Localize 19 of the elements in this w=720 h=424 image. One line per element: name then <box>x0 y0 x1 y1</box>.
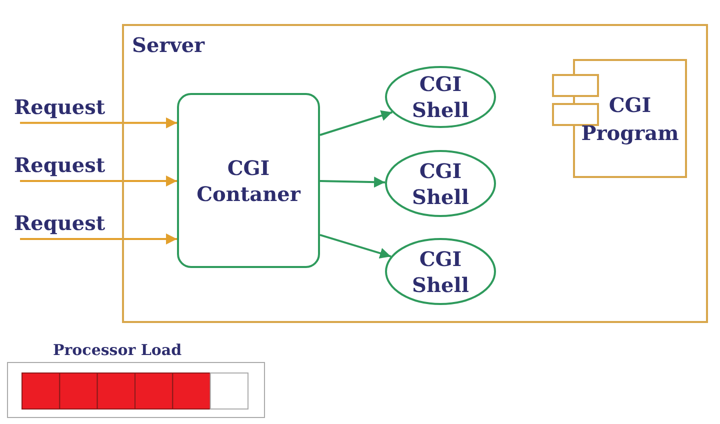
node-label: CGI Program <box>580 92 680 146</box>
process-ellipse <box>385 66 496 128</box>
arrow <box>20 176 177 187</box>
arrow <box>320 234 392 259</box>
process-ellipse <box>385 150 496 217</box>
arrow <box>20 117 177 128</box>
server-boundary <box>122 24 708 323</box>
process-box <box>177 93 320 268</box>
node-label: CGI Contaner <box>196 154 302 206</box>
arrow <box>20 233 177 244</box>
arrow <box>320 110 392 136</box>
arrow <box>320 176 386 188</box>
meter-title: Processor Load <box>53 340 182 360</box>
node-label: CGI Shell <box>411 246 470 298</box>
node-label: CGI Shell <box>411 158 470 210</box>
process-ellipse <box>385 238 496 305</box>
node-label: CGI Shell <box>411 71 470 123</box>
component-box <box>552 59 687 178</box>
group-title: Server <box>132 32 205 58</box>
